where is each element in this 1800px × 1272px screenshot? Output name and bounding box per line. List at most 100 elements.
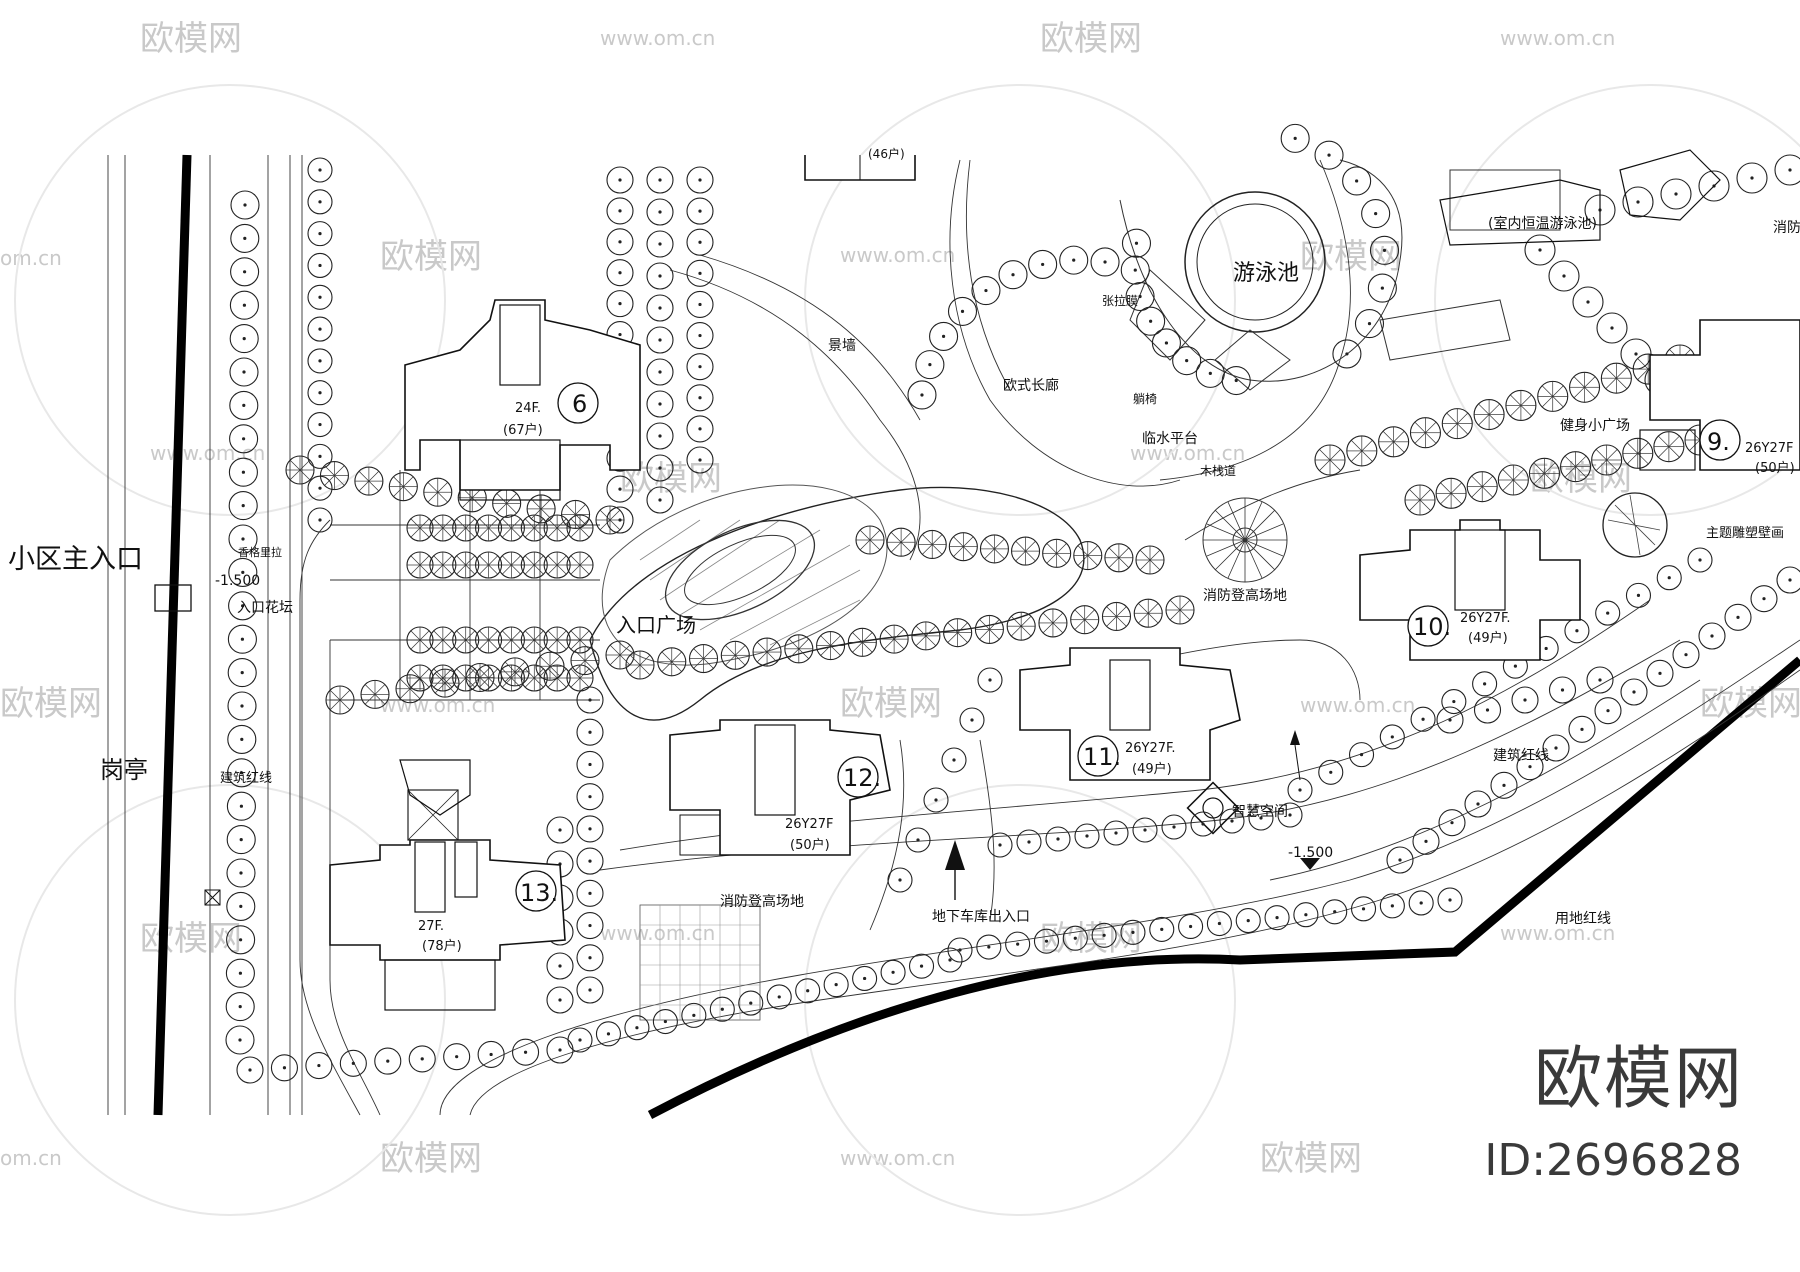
tree-symbol — [270, 1054, 298, 1082]
tree-symbol — [226, 791, 256, 821]
tree-symbol — [1568, 715, 1596, 743]
tree-symbol — [646, 166, 674, 194]
watermark-text: 欧模网 — [140, 19, 242, 59]
tree-symbol — [795, 978, 821, 1004]
garage-exit-label: 地下车库出入口 — [932, 908, 1030, 925]
tree-symbol — [686, 166, 714, 194]
tree-symbol — [1172, 346, 1202, 376]
watermark-url: www.om.cn — [600, 26, 715, 50]
tree-symbol — [915, 350, 945, 380]
tree-symbol — [887, 867, 913, 893]
tree-symbol — [646, 422, 674, 450]
tree-symbol — [646, 358, 674, 386]
tree-symbol — [681, 1002, 707, 1028]
tree-symbol — [646, 486, 674, 514]
watermark-url: www.om.cn — [1300, 693, 1415, 717]
tree-symbol — [1120, 919, 1146, 945]
tree-symbol — [576, 783, 604, 811]
tree-symbol — [1412, 827, 1440, 855]
tree-symbol — [606, 259, 634, 287]
tree-symbol — [686, 197, 714, 225]
tree-symbol — [408, 1045, 436, 1073]
tree-symbol — [1178, 913, 1204, 940]
tree-symbol — [606, 290, 634, 318]
tree-symbol — [307, 157, 333, 183]
tree-symbol — [929, 321, 959, 351]
site-boundary-curve — [647, 656, 1800, 1119]
main-entrance-label: 小区主入口 — [8, 544, 143, 575]
tree-symbol — [1354, 309, 1385, 339]
tree-symbol — [546, 986, 574, 1014]
tree-symbol — [709, 996, 735, 1022]
tree-symbol — [823, 972, 849, 998]
watermark-url: www.om.cn — [150, 441, 265, 465]
tree-symbol — [1136, 306, 1166, 336]
tree-symbol — [686, 228, 714, 256]
tree-symbol — [307, 348, 333, 374]
building-units: (50户) — [1755, 460, 1795, 476]
tree-symbol — [1361, 199, 1391, 229]
tree-symbol — [228, 524, 258, 554]
tree-symbol — [652, 1008, 678, 1035]
building-units: (67户) — [503, 422, 543, 438]
tree-symbol — [646, 262, 674, 290]
tree-symbol — [1524, 234, 1556, 266]
tree-symbol — [686, 322, 714, 350]
tree-symbol — [228, 591, 258, 621]
tree-symbol — [1625, 582, 1652, 608]
shangri-la-label: 香格里拉 — [238, 545, 282, 559]
site-boundary — [153, 154, 192, 1116]
tree-symbol — [1672, 641, 1700, 669]
tree-symbol — [1091, 922, 1117, 948]
building-10 — [1359, 519, 1581, 661]
building-12 — [669, 719, 891, 856]
building-floors: 24F. — [515, 401, 541, 416]
tree-symbol — [1438, 809, 1466, 837]
watermark-url: www.om.cn — [840, 1146, 955, 1170]
tree-symbol — [1103, 820, 1129, 846]
entrance-plaza-area — [601, 484, 888, 666]
tree-symbol — [307, 284, 333, 310]
tree-symbol — [1776, 566, 1800, 594]
tree-symbol — [947, 937, 973, 963]
tree-symbol — [225, 992, 255, 1022]
landscape-wall-label: 景墙 — [828, 338, 856, 354]
tree-symbol — [1264, 905, 1290, 931]
tree-symbol — [1206, 910, 1232, 937]
watermark-text: 欧模网 — [840, 684, 942, 724]
tree-symbol — [307, 411, 333, 438]
tree-symbol — [225, 1025, 255, 1055]
tree-symbol — [1408, 890, 1434, 916]
tree-symbol — [1016, 829, 1042, 855]
tree-symbol — [686, 446, 714, 474]
tree-symbol — [1698, 622, 1726, 650]
building-units: (49户) — [1132, 761, 1172, 777]
tree-symbol — [576, 976, 604, 1004]
tree-symbol — [1161, 814, 1187, 840]
corridor-label: 欧式长廊 — [1003, 377, 1059, 394]
building-number: 11. — [1083, 743, 1121, 771]
watermark-url: www.om.cn — [1130, 441, 1245, 465]
watermark-url: www.om.cn — [1500, 921, 1615, 945]
tree-symbol — [686, 290, 714, 318]
tree-symbol — [1379, 724, 1405, 750]
tree-symbol — [228, 491, 258, 521]
tree-symbol — [230, 223, 260, 253]
tree-symbol — [1698, 170, 1730, 202]
tree-symbol — [1472, 671, 1498, 697]
building-floors: 26Y27F. — [1460, 611, 1511, 626]
tree-symbol — [227, 658, 257, 688]
tree-symbol — [1548, 676, 1577, 704]
main-road — [107, 155, 303, 1115]
tree-symbol — [766, 984, 792, 1010]
tree-symbol — [307, 221, 333, 247]
tree-symbol — [738, 990, 764, 1016]
watermark-url: www.om.cn — [1500, 26, 1615, 50]
tree-symbol — [576, 847, 604, 875]
watermark-logo: 欧模网 — [1533, 1040, 1744, 1119]
land-redline-label: 用地红线 — [1555, 911, 1611, 927]
tree-symbol — [987, 832, 1013, 858]
tree-symbol — [1594, 697, 1622, 725]
tree-symbol — [576, 686, 604, 714]
tree-symbol — [228, 457, 258, 487]
